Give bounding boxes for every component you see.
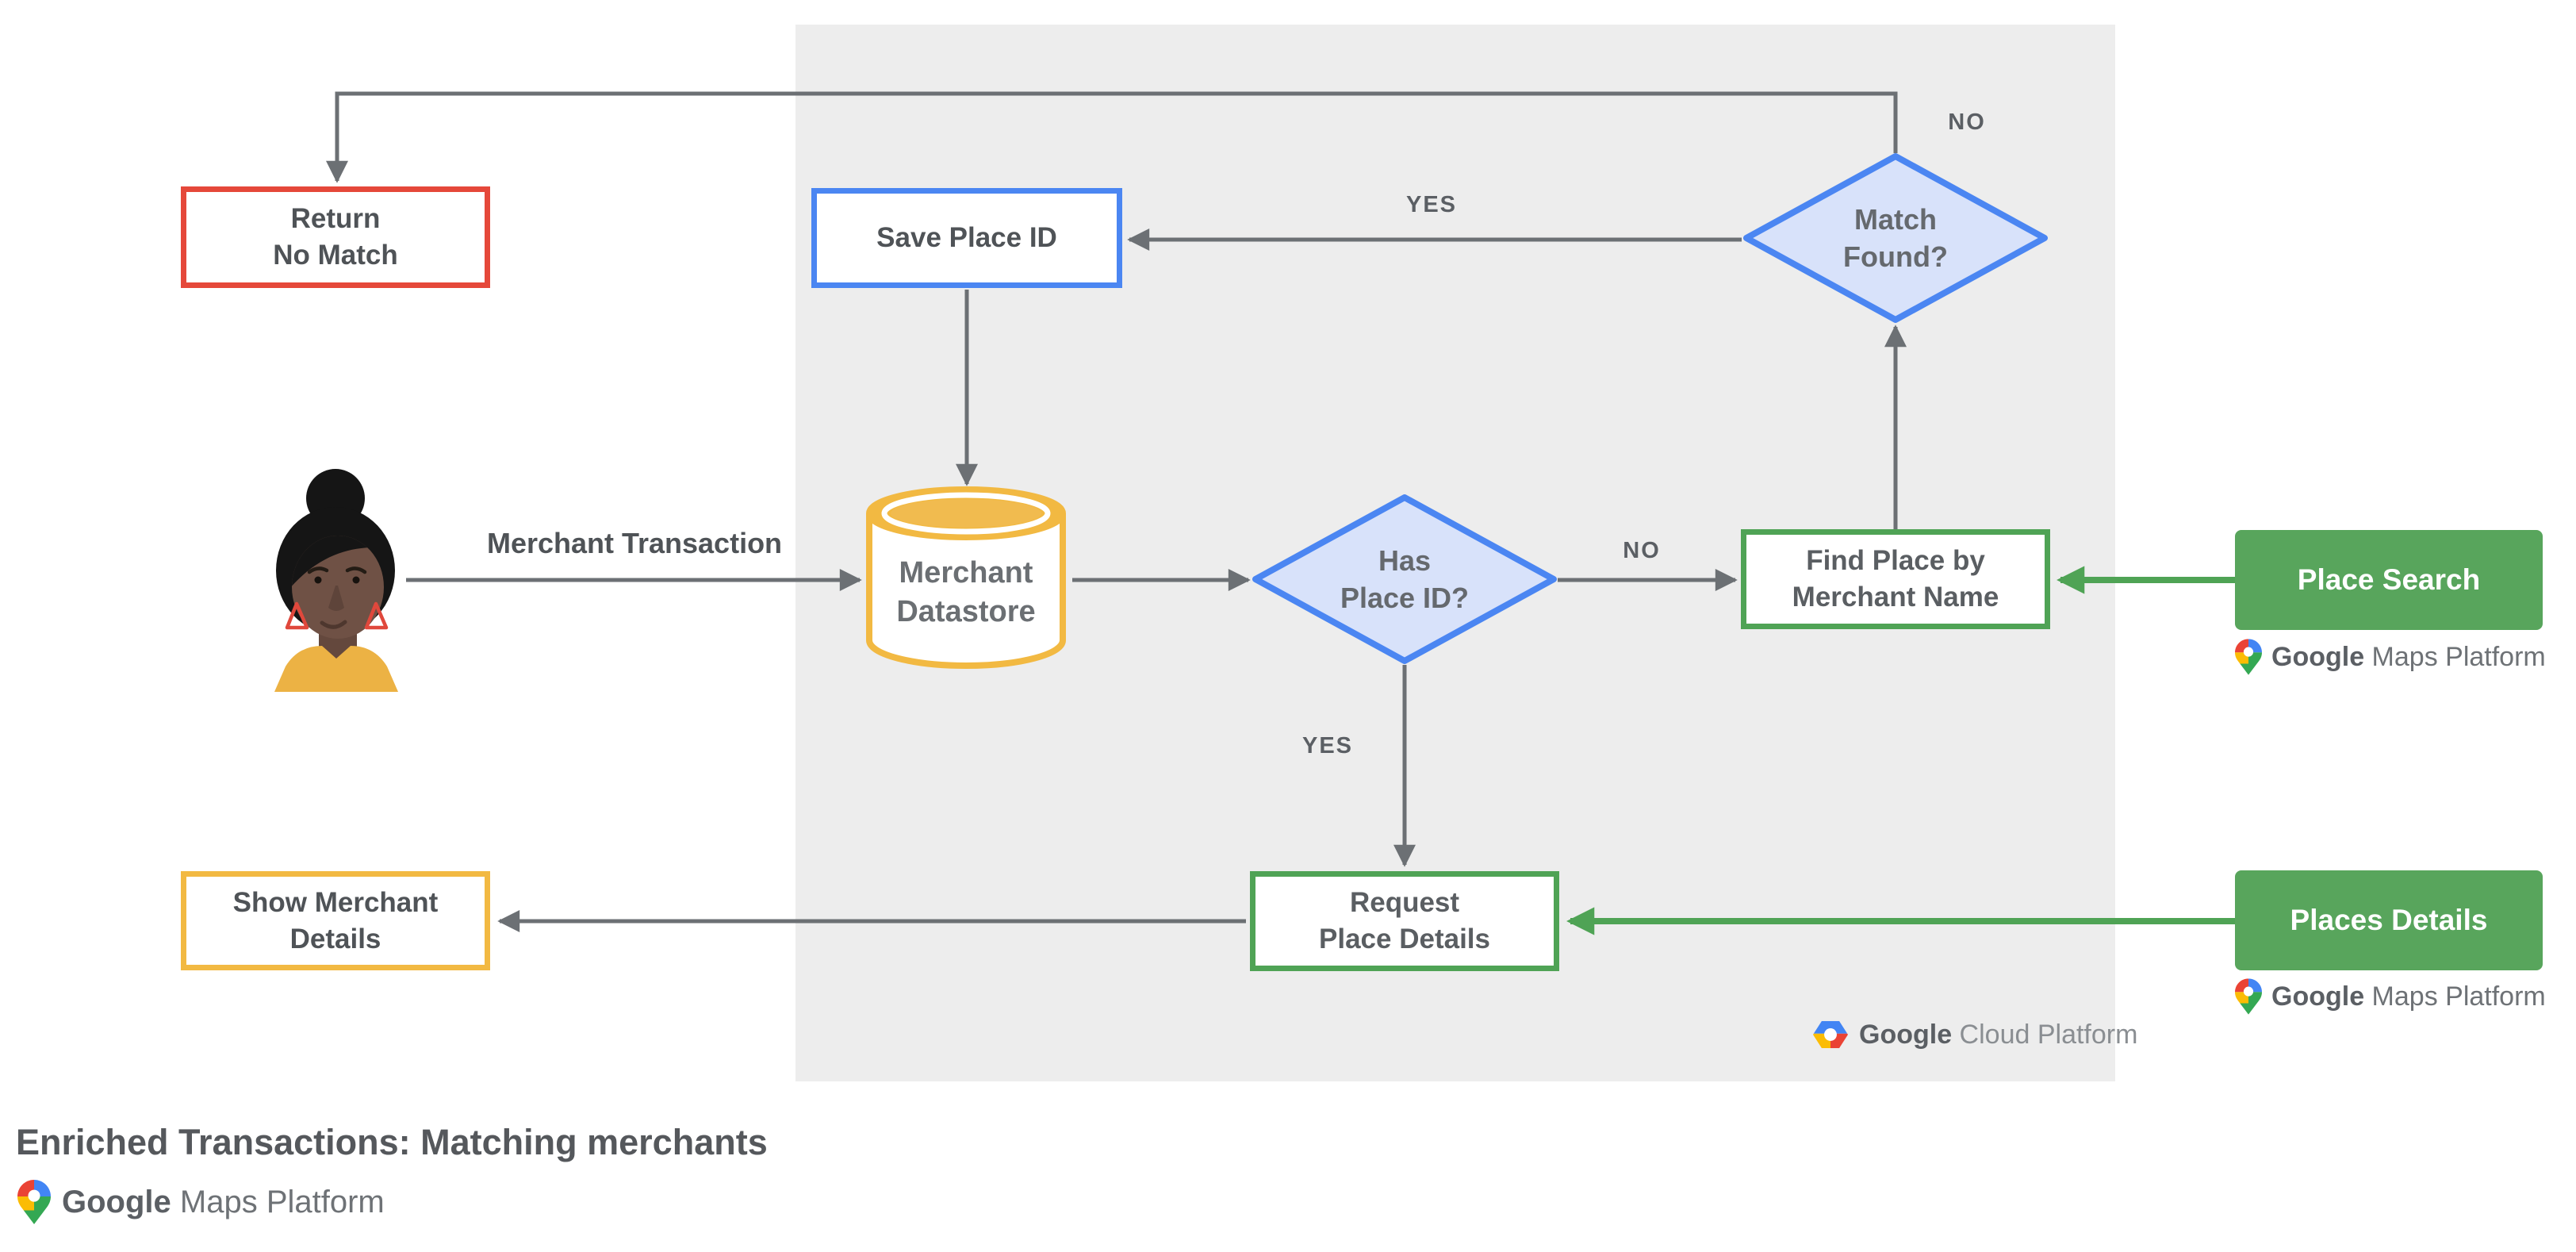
show-merchant-details-line2: Details: [289, 923, 381, 954]
find-place-line1: Find Place by: [1806, 545, 1985, 576]
places-details-api-box: Places Details: [2235, 870, 2543, 970]
request-place-details-line2: Place Details: [1319, 924, 1490, 954]
maps-platform-text: Google Maps Platform: [62, 1185, 385, 1220]
has-place-id-line2: Place ID?: [1340, 582, 1470, 614]
has-place-id-label: Has Place ID?: [1251, 493, 1558, 666]
return-no-match-line1: Return: [290, 203, 381, 234]
match-found-line1: Match: [1853, 203, 1937, 236]
match-found-diamond: [1743, 153, 2048, 323]
has-place-id-line1: Has: [1378, 544, 1432, 577]
merchant-datastore-line2: Datastore: [896, 595, 1036, 628]
find-place-box: Find Place by Merchant Name: [1741, 529, 2050, 629]
maps-platform-text: Google Maps Platform: [2271, 981, 2546, 1012]
maps-platform-wordmark: Maps Platform: [2364, 981, 2546, 1012]
return-no-match-box: Return No Match: [181, 186, 490, 288]
google-cloud-platform-lockup: Google Cloud Platform: [1813, 1017, 2137, 1052]
return-no-match-line2: No Match: [273, 240, 398, 271]
merchant-datastore-cylinder: [866, 486, 1066, 669]
save-place-id-box: Save Place ID: [811, 188, 1122, 288]
place-search-api-box: Place Search: [2235, 530, 2543, 630]
show-merchant-details-box: Show Merchant Details: [181, 871, 490, 970]
places-details-label: Places Details: [2290, 904, 2488, 936]
google-wordmark: Google: [2271, 641, 2365, 672]
match-found-yes-label: YES: [1405, 192, 1458, 217]
cloud-platform-text: Google Cloud Platform: [1859, 1020, 2137, 1050]
cloud-platform-wordmark: Cloud Platform: [1952, 1019, 2138, 1050]
request-place-details-line1: Request: [1349, 887, 1460, 918]
page-title: Enriched Transactions: Matching merchant…: [16, 1122, 768, 1162]
maps-platform-lockup-search: Google Maps Platform: [2235, 636, 2546, 678]
request-place-details-box: Request Place Details: [1250, 871, 1559, 971]
maps-platform-lockup-footer: Google Maps Platform: [17, 1177, 385, 1227]
merchant-datastore-line1: Merchant: [899, 556, 1033, 590]
google-maps-pin-icon: [17, 1180, 51, 1224]
google-maps-pin-icon: [2235, 639, 2262, 675]
google-wordmark: Google: [62, 1184, 171, 1219]
user-avatar: [274, 469, 398, 692]
save-place-id-label: Save Place ID: [876, 222, 1057, 253]
maps-platform-lockup-details: Google Maps Platform: [2235, 976, 2546, 1017]
match-found-label: Match Found?: [1742, 152, 2049, 325]
maps-platform-wordmark: Maps Platform: [171, 1184, 385, 1219]
match-found-line2: Found?: [1843, 240, 1948, 273]
diagram-footer: Enriched Transactions: Matching merchant…: [16, 1122, 768, 1163]
maps-platform-wordmark: Maps Platform: [2364, 641, 2546, 672]
merchant-transaction-label: Merchant Transaction: [486, 527, 783, 559]
has-place-id-diamond: [1252, 494, 1557, 664]
merchant-datastore-label: Merchant Datastore: [863, 554, 1069, 632]
gcp-hexagon-icon: [1813, 1019, 1848, 1050]
google-wordmark: Google: [2271, 981, 2365, 1012]
place-search-label: Place Search: [2297, 563, 2481, 596]
google-maps-pin-icon: [2235, 978, 2262, 1015]
maps-platform-text: Google Maps Platform: [2271, 642, 2546, 673]
google-wordmark: Google: [1859, 1019, 1953, 1050]
find-place-line2: Merchant Name: [1792, 582, 1999, 613]
has-place-id-no-label: NO: [1623, 538, 1661, 563]
show-merchant-details-line1: Show Merchant: [232, 886, 439, 918]
edge-match-found-no-return: [326, 91, 1898, 183]
match-found-no-label: NO: [1948, 109, 1986, 135]
has-place-id-yes-label: YES: [1301, 733, 1354, 758]
